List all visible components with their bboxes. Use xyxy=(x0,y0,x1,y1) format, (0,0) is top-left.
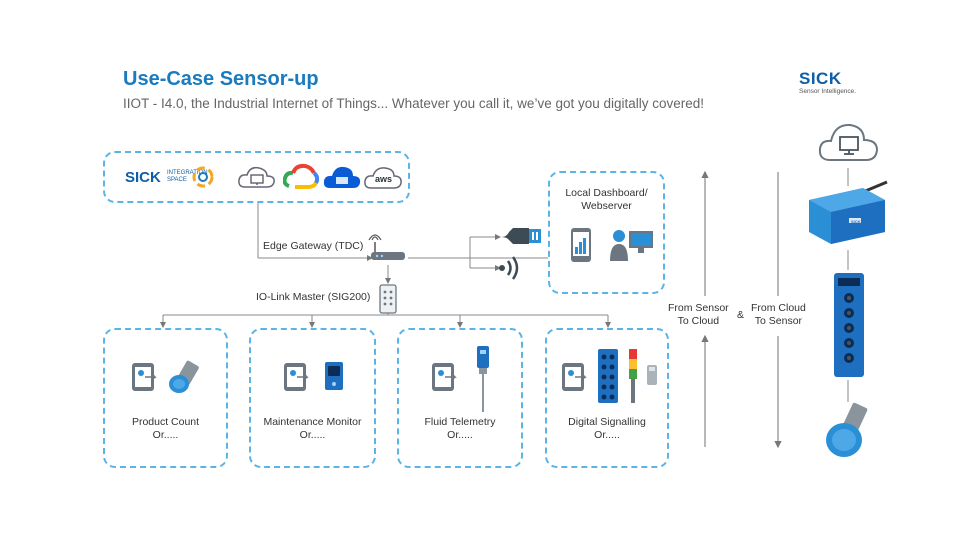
google-cloud-icon xyxy=(283,163,319,189)
device-data-icon xyxy=(562,363,587,391)
aws-label: aws xyxy=(375,174,393,184)
sick-logo: SICK Sensor Intelligence. xyxy=(799,70,856,95)
level-probe-icon xyxy=(477,346,489,412)
cylindrical-sensor-icon xyxy=(647,365,657,385)
integration-space-line2: SPACE xyxy=(167,177,187,183)
device-data-icon xyxy=(432,363,457,391)
edge-gateway-device-icon xyxy=(809,180,888,244)
integration-space-logo-text: SICK xyxy=(125,169,161,186)
dashboard-label-line2: Webserver xyxy=(581,200,632,212)
inductive-sensor-icon xyxy=(169,360,199,393)
use-case-label: Maintenance Monitor xyxy=(263,416,362,428)
use-case-card-product-count: Product Count Or..... xyxy=(103,328,228,468)
use-case-sub: Or..... xyxy=(152,429,179,441)
use-case-sub: Or..... xyxy=(594,429,620,441)
edge-gateway-label: Edge Gateway (TDC) xyxy=(263,240,364,252)
device-data-icon xyxy=(132,363,157,391)
dashboard-box: Local Dashboard/ Webserver xyxy=(548,171,665,294)
integration-space-line1: INTEGRATION xyxy=(167,170,208,176)
inductive-proximity-sensor-icon xyxy=(826,402,868,457)
cloud-to-sensor-label: From Cloud To Sensor xyxy=(751,302,806,328)
integration-space-swirl-icon xyxy=(192,166,214,188)
tablet-chart-icon xyxy=(571,228,591,262)
dashboard-label-line1: Local Dashboard/ xyxy=(565,187,648,199)
use-case-card-maintenance-monitor: Maintenance Monitor Or..... xyxy=(249,328,376,468)
ethernet-connector-icon xyxy=(501,228,541,244)
use-case-label: Product Count xyxy=(131,416,200,428)
io-link-master-hub-icon xyxy=(834,273,864,377)
sensor-to-cloud-label: From Sensor To Cloud xyxy=(668,302,729,328)
io-link-master-label: IO-Link Master (SIG200) xyxy=(256,291,371,303)
use-case-card-fluid-telemetry: Fluid Telemetry Or..... xyxy=(397,328,523,468)
use-case-sub: Or..... xyxy=(299,429,326,441)
sensor-to-cloud-line2: To Cloud xyxy=(677,315,720,327)
io-hub-icon xyxy=(598,349,618,403)
use-case-label: Digital Signalling xyxy=(568,416,646,428)
io-link-master-device-icon xyxy=(379,284,397,314)
wireless-signal-icon xyxy=(499,256,519,280)
cloud-services-box: SICK INTEGRATION SPACE aws xyxy=(103,151,410,203)
use-case-card-digital-signalling: Digital Signalling Or..... xyxy=(545,328,669,468)
use-case-label: Fluid Telemetry xyxy=(424,416,496,428)
page-subtitle: IIOT - I4.0, the Industrial Internet of … xyxy=(123,96,705,111)
cloud-monitor-icon xyxy=(818,123,879,161)
sensor-to-cloud-line1: From Sensor xyxy=(668,302,729,314)
device-data-icon xyxy=(284,363,309,391)
monitor-cloud-icon xyxy=(238,166,275,188)
integration-space-label: INTEGRATION SPACE xyxy=(167,170,208,184)
gateway-device-logo: SICK xyxy=(851,219,861,224)
edge-gateway-router-icon xyxy=(368,234,405,260)
user-workstation-icon xyxy=(610,230,653,261)
use-case-sub: Or..... xyxy=(447,429,473,441)
cloud-to-sensor-line1: From Cloud xyxy=(751,302,806,314)
ampersand-label: & xyxy=(737,309,745,321)
sick-logo-tagline: Sensor Intelligence. xyxy=(799,88,857,95)
signal-tower-icon xyxy=(629,349,637,403)
page-title: Use-Case Sensor-up xyxy=(123,68,319,90)
azure-cloud-icon xyxy=(323,166,361,188)
cloud-to-sensor-line2: To Sensor xyxy=(754,315,803,327)
sick-logo-text: SICK xyxy=(799,69,842,88)
photoelectric-sensor-icon xyxy=(325,362,343,390)
aws-cloud-icon xyxy=(364,167,402,189)
